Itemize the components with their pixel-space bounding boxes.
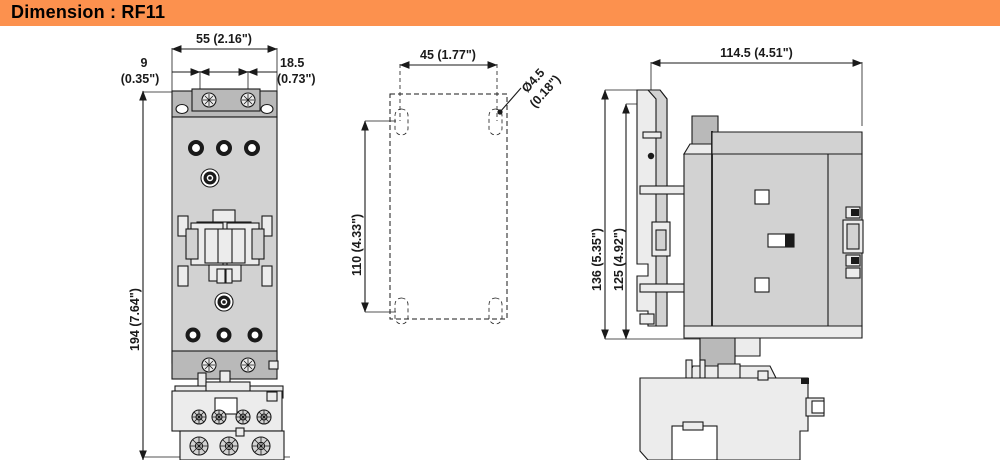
side-height-outer-label: 136 (5.35") <box>590 228 604 291</box>
line-terminal-holes <box>188 140 260 156</box>
contact-block-assembly <box>177 209 273 287</box>
transition-screws <box>201 357 256 373</box>
lower-center-mark <box>214 292 234 312</box>
plate-hole-spacing-y-label: 110 (4.33") <box>350 213 364 276</box>
side-terminal-connector <box>842 206 864 279</box>
overload-relay-front <box>171 370 284 432</box>
front-left-offset-value: 9 <box>140 56 148 70</box>
front-width-dimension-label: 55 (2.16") <box>196 32 252 46</box>
page-title: Dimension : RF11 <box>11 2 166 22</box>
front-right-offset-value: 18.5 <box>280 56 305 70</box>
front-view-group <box>139 45 290 460</box>
relay-base-screws <box>189 436 271 456</box>
side-view-group <box>601 59 864 460</box>
page-header-banner: Dimension : RF11 <box>0 0 1000 26</box>
load-terminal-holes <box>185 327 263 343</box>
side-body-features <box>754 189 795 293</box>
technical-drawing-svg: .ln { stroke:#1a1a1a; stroke-width:1.1; … <box>139 45 864 460</box>
top-cover-screws <box>201 92 256 108</box>
mounting-plate-view-group <box>361 61 522 325</box>
mounting-slots <box>394 108 503 325</box>
side-height-inner-label: 125 (4.92") <box>612 228 626 291</box>
side-mounting-bracket <box>636 89 691 327</box>
front-height-dimension-label: 194 (7.64") <box>128 288 142 351</box>
upper-center-mark <box>200 168 220 188</box>
plate-hole-spacing-x-label: 45 (1.77") <box>420 48 476 62</box>
drawing-canvas: .ln { stroke:#1a1a1a; stroke-width:1.1; … <box>0 26 1000 460</box>
front-left-offset-inches: (0.35") <box>120 72 160 86</box>
relay-terminal-screws <box>191 409 272 425</box>
side-depth-dimension-label: 114.5 (4.51") <box>720 46 793 60</box>
overload-relay-side <box>639 370 825 460</box>
front-right-offset-inches: (0.73") <box>277 72 316 86</box>
overload-relay-base-front <box>179 427 285 460</box>
